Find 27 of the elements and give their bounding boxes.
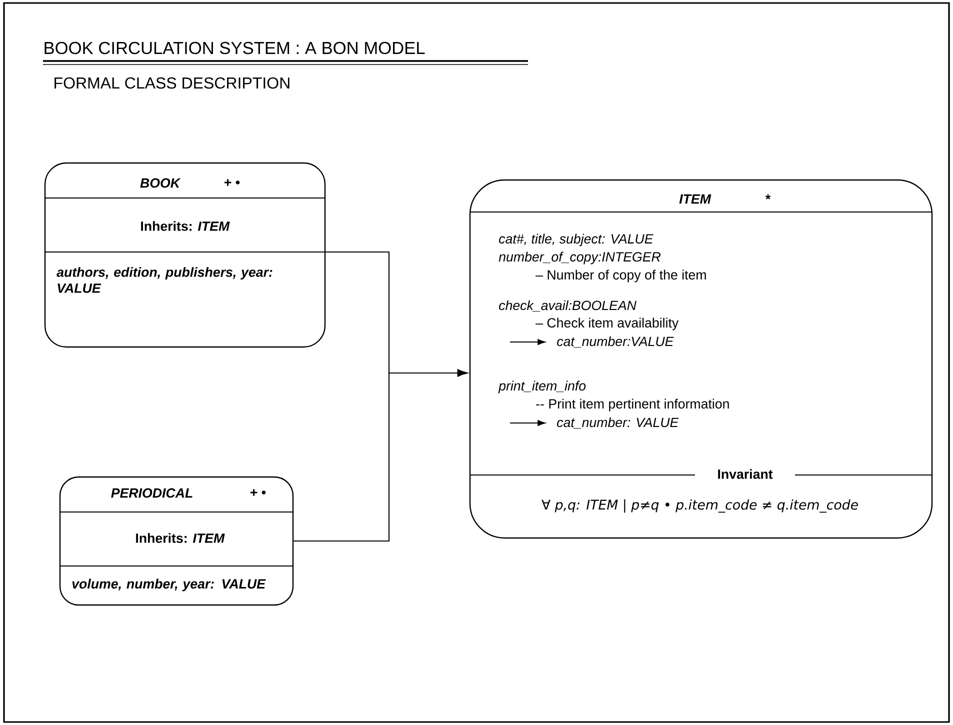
class-name: volume, number, year: VALUE [72, 578, 266, 592]
subtitle: FORMAL CLASS DESCRIPTION [54, 77, 290, 89]
class-name: BOOK [140, 178, 181, 188]
title: BOOK CIRCULATION SYSTEM : A BON MODEL [44, 42, 425, 54]
class-text: Inherits: ITEM [136, 533, 225, 543]
class-box [469, 179, 933, 539]
feature-text: cat_number:VALUE [557, 336, 674, 348]
feature-text: cat_number: VALUE [557, 417, 679, 429]
feature-text: number_of_copy:INTEGER [498, 252, 660, 264]
feature-text: check_avail:BOOLEAN [499, 300, 636, 312]
comment-text: – Check item availability [536, 318, 679, 330]
comment-text: -- Print item pertinent information [536, 398, 729, 412]
inheritance-arrow [294, 369, 468, 542]
class-box [59, 476, 294, 606]
feature-text: cat#, title, subject: VALUE [499, 234, 654, 246]
class-name: PERIODICAL [111, 488, 192, 498]
class-text: + • [224, 179, 240, 186]
class-text: + • [250, 489, 266, 496]
feature-text: print_item_info [498, 380, 586, 394]
section-heading: Invariant [718, 469, 773, 479]
comment-text: – Number of copy of the item [536, 270, 706, 282]
class-box [44, 162, 326, 348]
class-name: authors, edition, publishers, year: VALUE [56, 267, 272, 293]
class-text: * [765, 194, 771, 200]
invariant-formula: ∀ p,q: ITEM | p≠q • p.item_code ≠ q.item_code [542, 499, 858, 513]
class-text: Inherits: ITEM [141, 221, 230, 231]
class-name: ITEM [679, 194, 712, 204]
